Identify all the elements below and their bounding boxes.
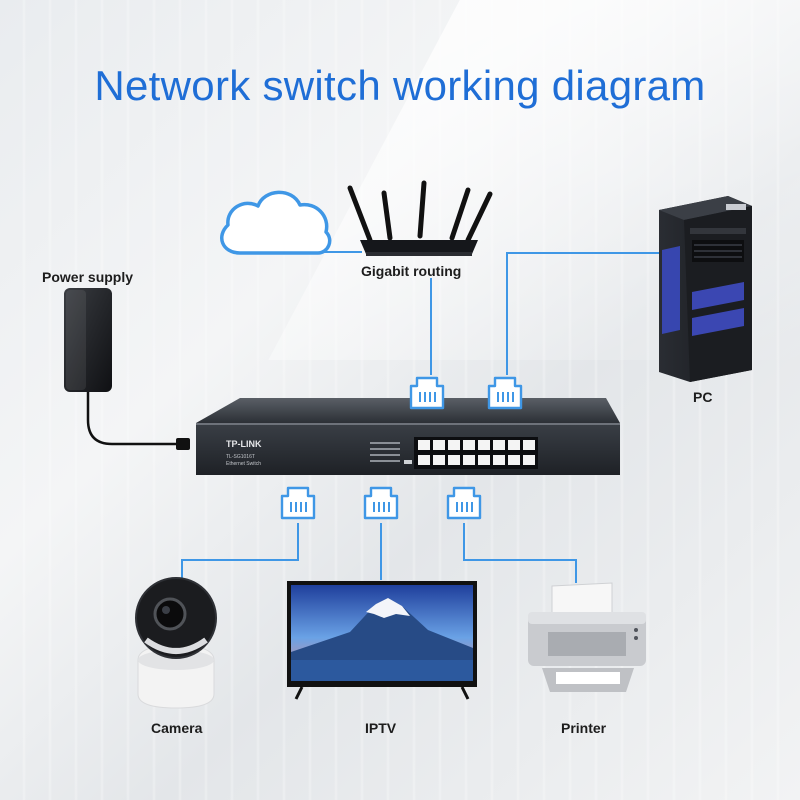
router-image xyxy=(347,180,493,256)
label-pc: PC xyxy=(693,389,713,405)
cloud-icon xyxy=(220,190,332,255)
power-adapter-image xyxy=(64,288,190,450)
label-router: Gigabit routing xyxy=(361,263,462,279)
line-pc-switch xyxy=(506,252,659,375)
ethernet-port-icon-iptv xyxy=(363,486,399,520)
tv-image xyxy=(287,581,477,700)
switch-model: TL-SG1016T xyxy=(226,454,255,460)
pc-image xyxy=(659,196,752,382)
label-iptv: IPTV xyxy=(365,720,397,736)
ethernet-port-icon-printer xyxy=(446,486,482,520)
label-printer: Printer xyxy=(561,720,607,736)
page-title: Network switch working diagram xyxy=(94,62,706,109)
label-camera: Camera xyxy=(151,720,203,736)
network-switch-image: TP-LINK TL-SG1016T Ethernet Switch xyxy=(196,398,620,475)
ethernet-port-icon-router xyxy=(409,376,445,410)
connection-lines xyxy=(181,251,659,583)
printer-image xyxy=(528,582,646,692)
line-printer-switch xyxy=(463,523,577,583)
line-camera-switch xyxy=(181,523,299,583)
label-power-supply: Power supply xyxy=(42,269,134,285)
ethernet-port-icon-camera xyxy=(280,486,316,520)
ethernet-port-icon-pc xyxy=(487,376,523,410)
switch-type: Ethernet Switch xyxy=(226,461,261,467)
switch-brand: TP-LINK xyxy=(226,439,262,449)
camera-image xyxy=(135,577,217,709)
